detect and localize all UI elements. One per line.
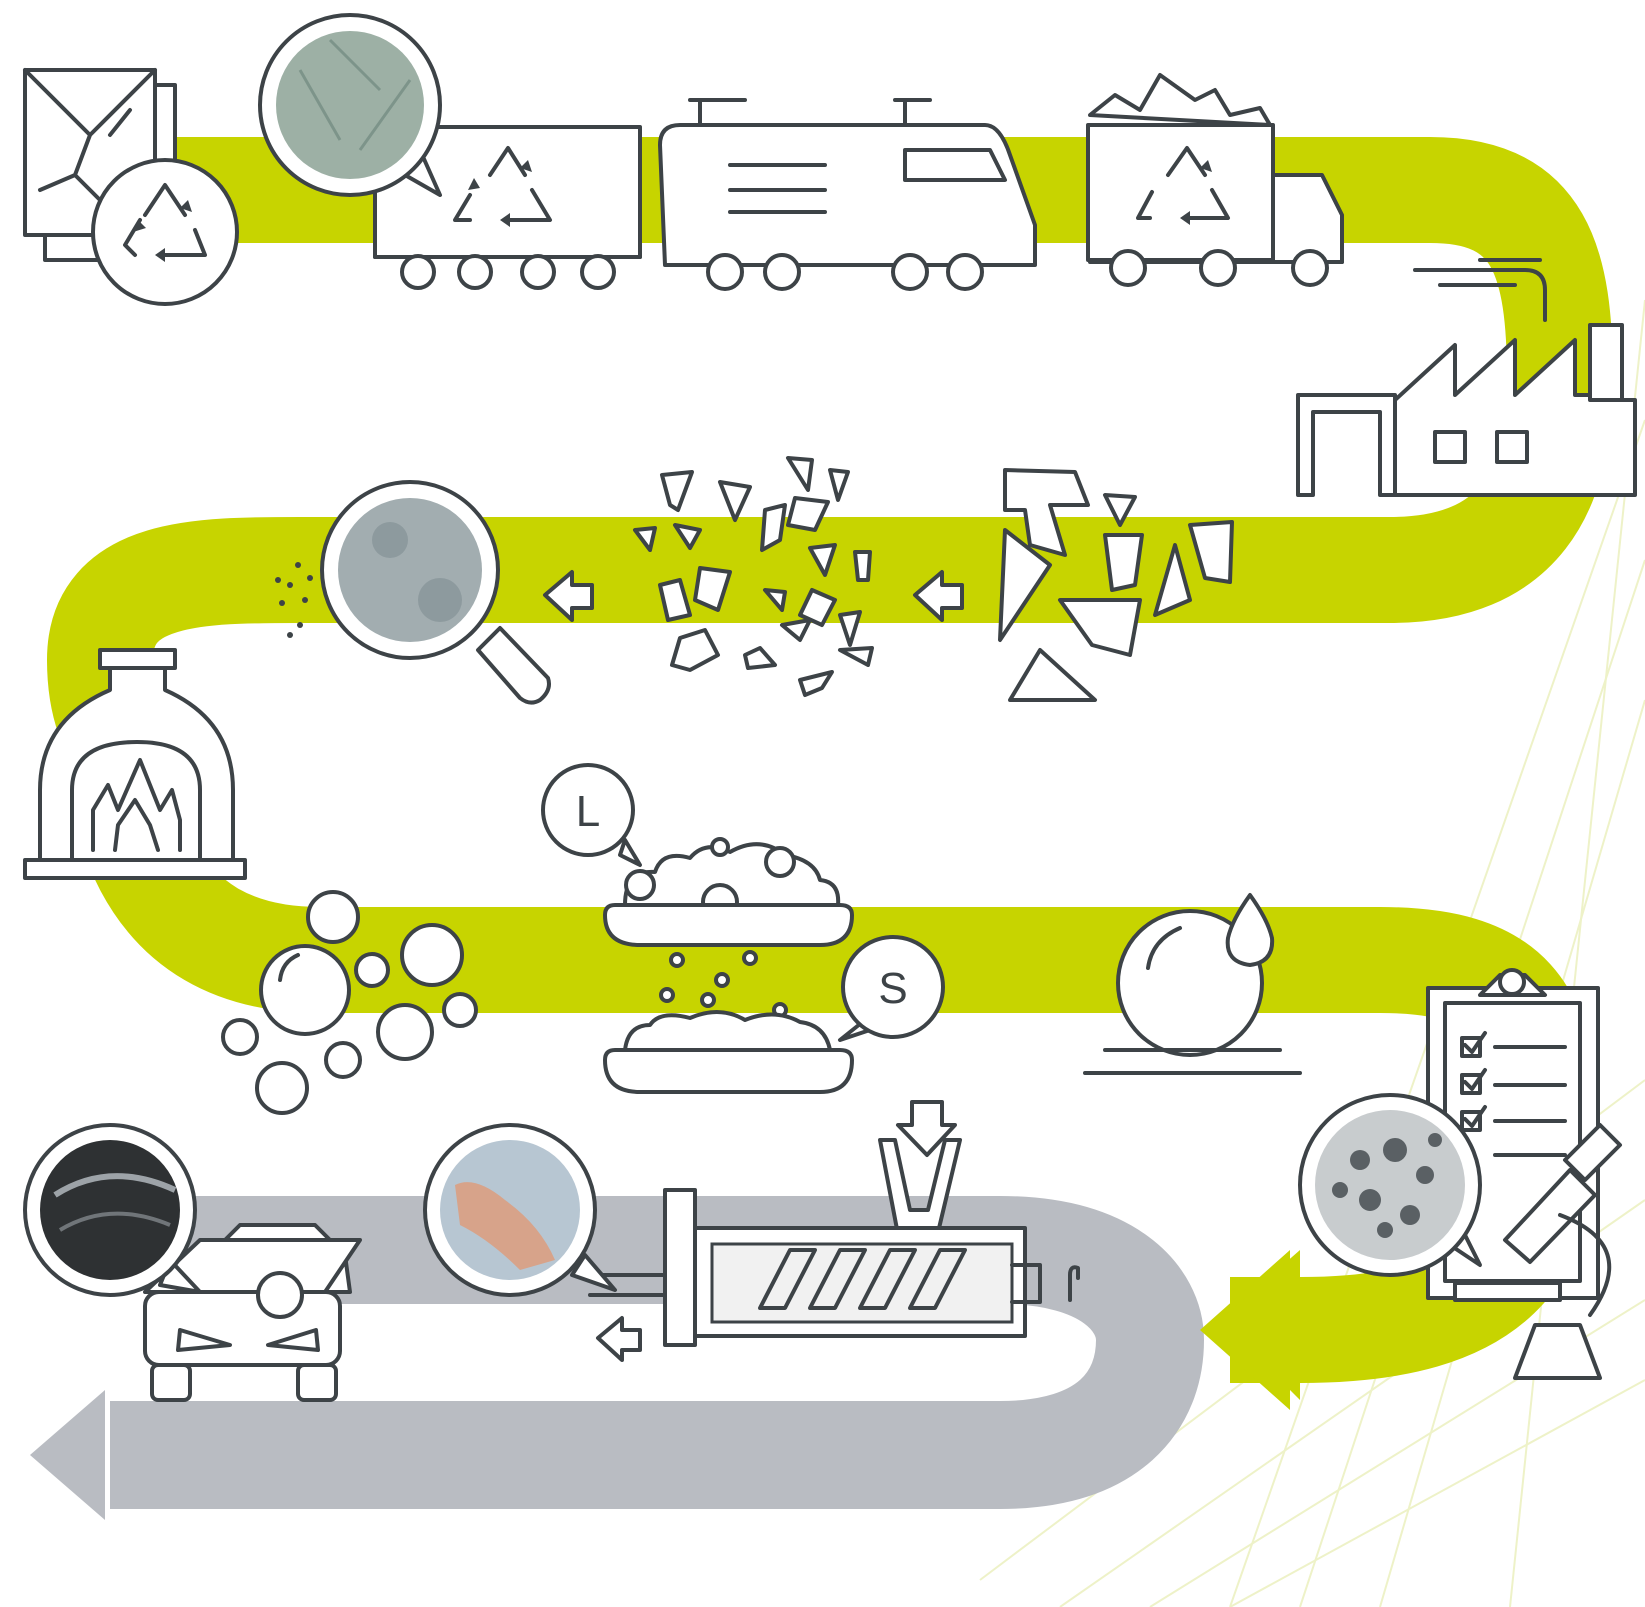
powder-dots-icon	[275, 562, 313, 638]
extruder-icon	[588, 1100, 1080, 1362]
dump-truck-icon	[1086, 73, 1344, 287]
step-inspection	[275, 480, 551, 705]
step-crushing	[543, 456, 1234, 702]
step-transport-train	[658, 98, 1037, 291]
car-icon	[143, 1223, 362, 1402]
recycle-icon	[91, 158, 239, 306]
bubble-small-label: S	[878, 964, 907, 1013]
magnifier-icon	[258, 13, 442, 197]
flame-icon	[91, 758, 182, 852]
magnifier-icon	[423, 1123, 617, 1297]
microscope-icon	[1453, 1123, 1622, 1380]
arrow-left-icon	[543, 570, 964, 622]
beads-icon	[221, 890, 478, 1115]
magnifier-icon	[320, 480, 551, 705]
step-processing-plant	[1296, 258, 1637, 497]
crushed-fragments-icon	[633, 456, 874, 697]
speech-bubble-large: L	[541, 763, 642, 867]
step-delivery	[1086, 73, 1344, 287]
step-quality-check	[1298, 968, 1622, 1380]
magnifier-icon	[1298, 1093, 1482, 1277]
glass-shards-icon	[998, 468, 1234, 702]
drop-icon	[1225, 893, 1275, 967]
step-transport-truck	[258, 13, 642, 290]
bowl-icon	[603, 837, 854, 1094]
step-melting	[23, 648, 247, 880]
magnifier-icon	[23, 1123, 202, 1297]
train-icon	[658, 98, 1037, 291]
factory-icon	[1296, 323, 1637, 497]
speech-bubble-small: S	[838, 935, 945, 1042]
step-sphere-forming	[1083, 893, 1302, 1075]
step-extrusion	[423, 1100, 1080, 1362]
grey-path	[30, 1196, 1205, 1520]
step-sorting: L S	[221, 763, 945, 1115]
bubble-large-label: L	[576, 787, 600, 836]
step-collection	[23, 68, 239, 306]
step-end-product	[23, 1123, 362, 1402]
